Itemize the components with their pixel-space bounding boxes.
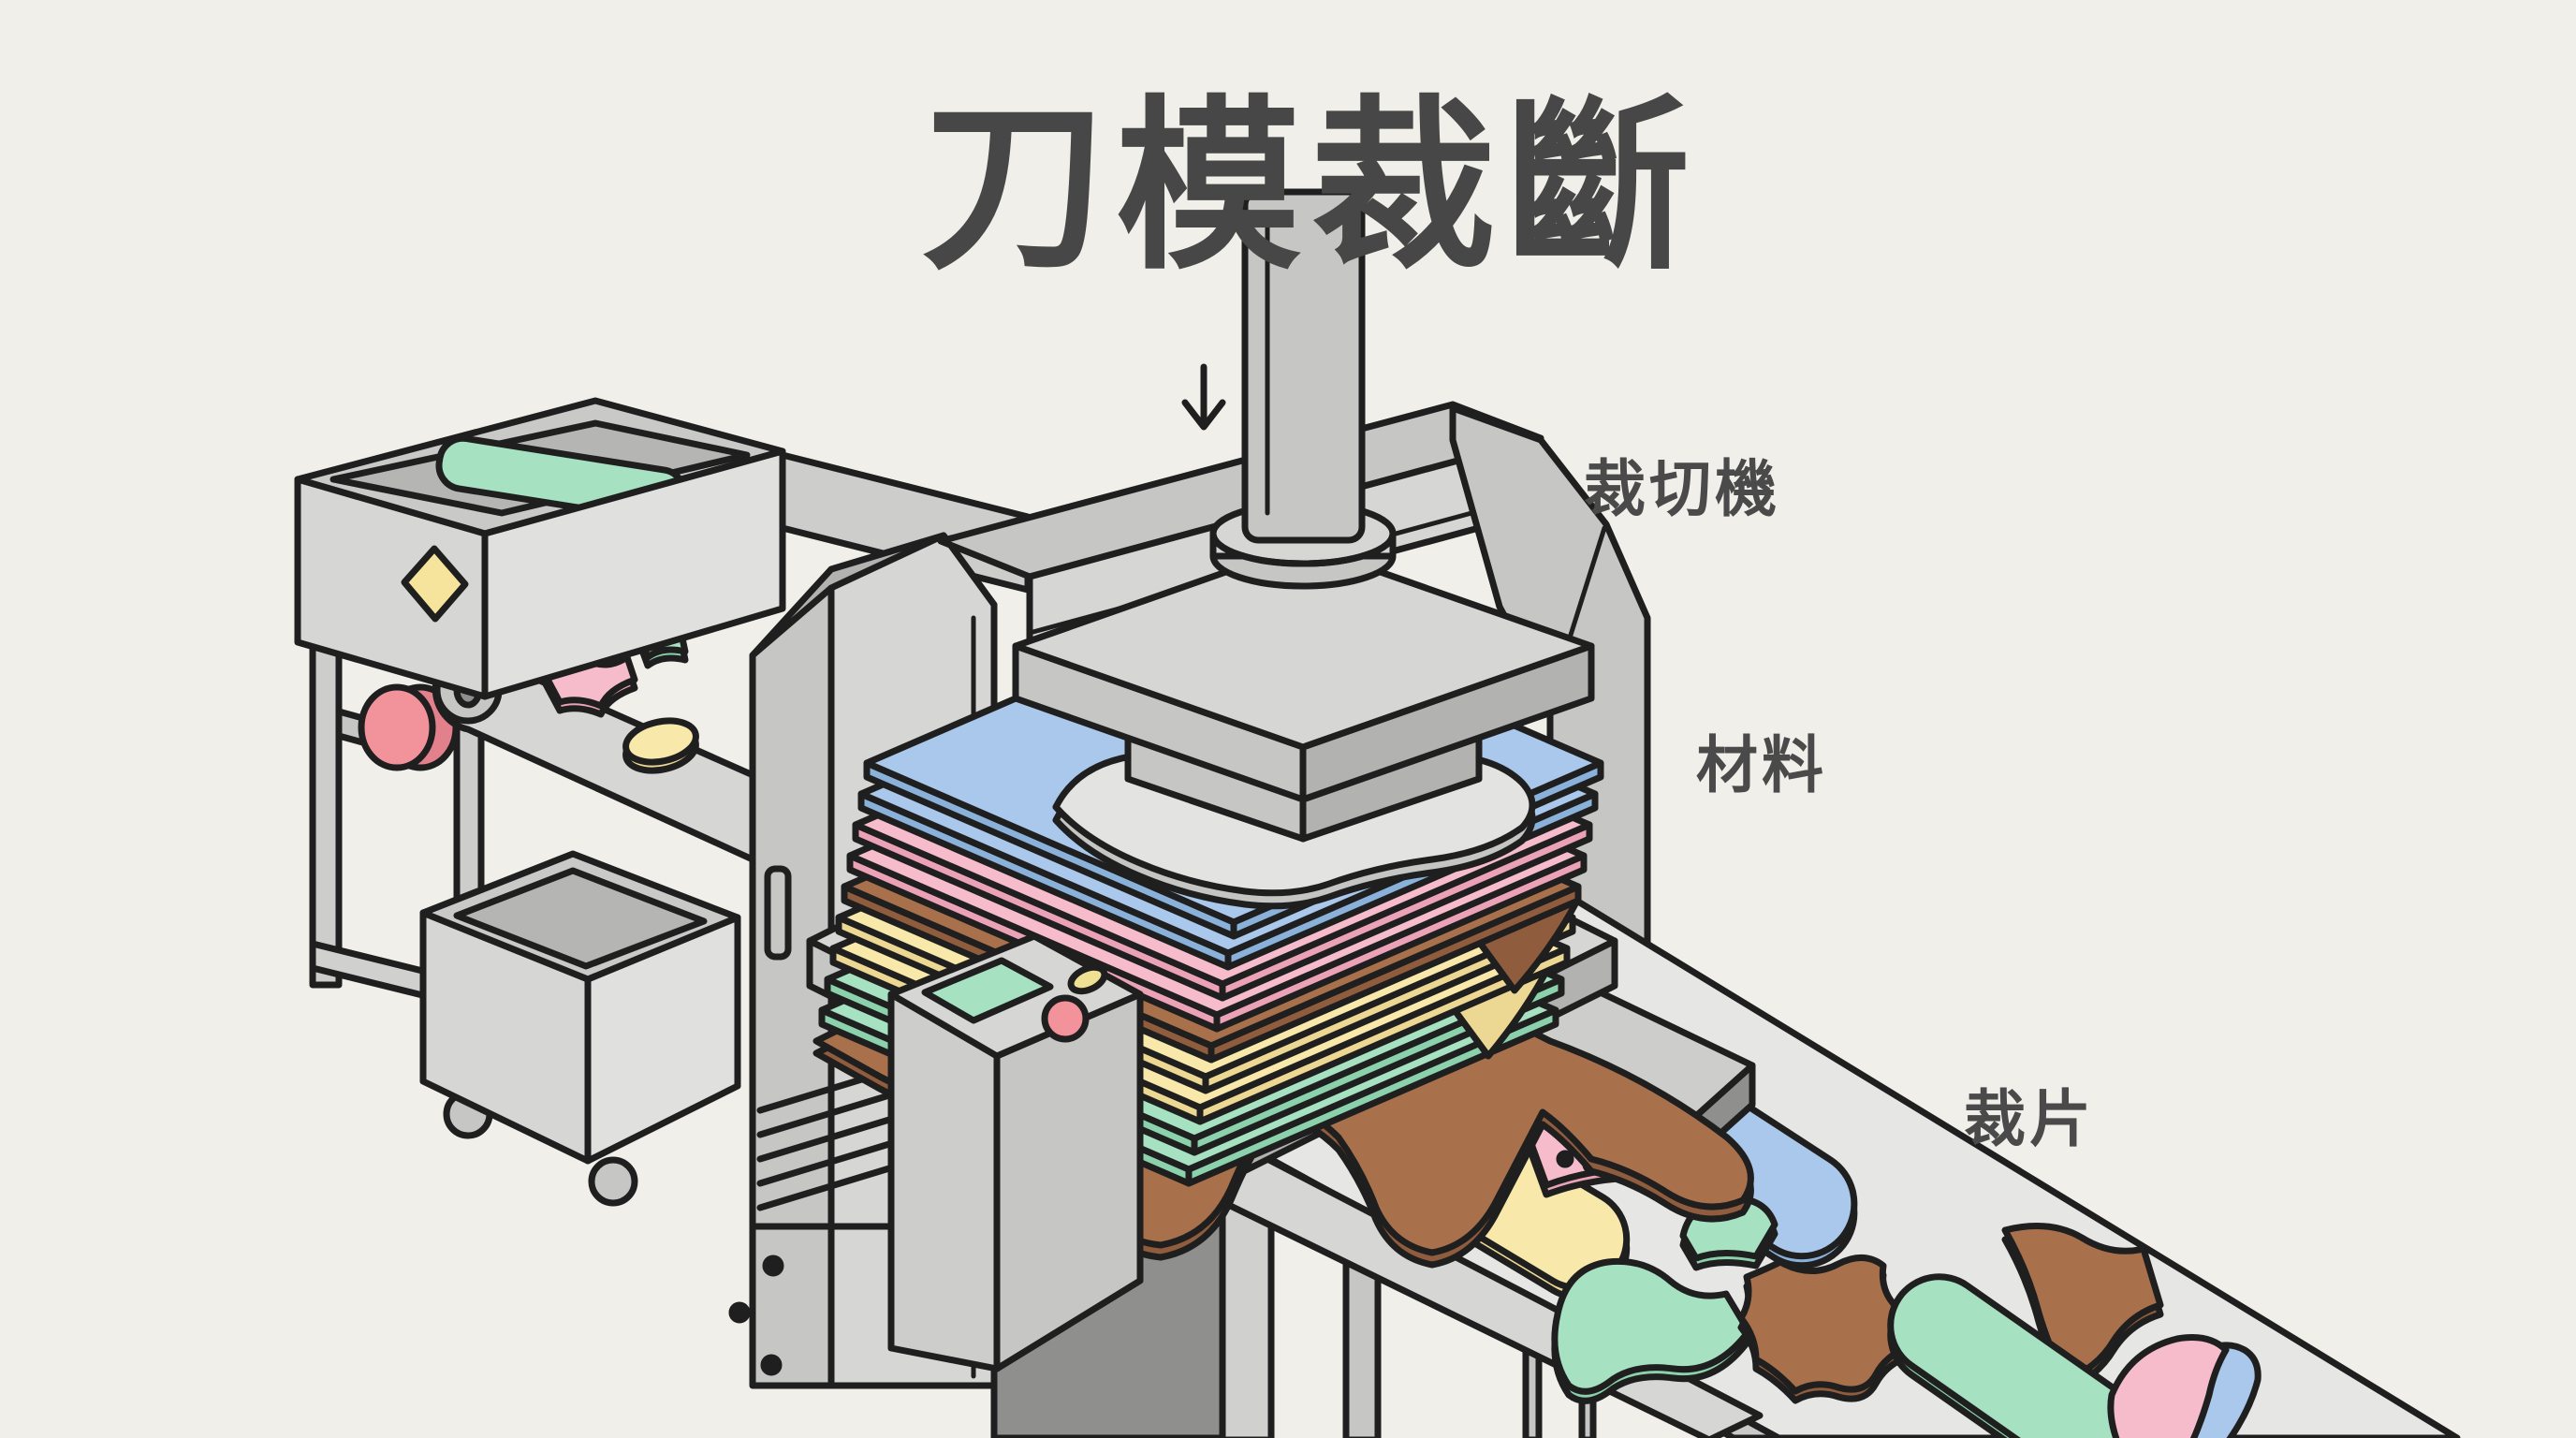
base-bolt <box>760 1354 783 1376</box>
cart-wheel <box>588 1156 638 1207</box>
column-handle-slot <box>764 865 792 961</box>
base-bolt <box>762 1255 784 1277</box>
label-cutting-machine: 裁切機 <box>1584 454 1780 523</box>
control-pedestal <box>887 932 1144 1372</box>
waste-cart <box>419 850 741 1207</box>
indicator-light <box>1067 963 1108 995</box>
label-cut-pieces: 裁片 <box>1964 1084 2095 1153</box>
hand-wheel-knob[interactable] <box>358 683 436 771</box>
hydraulic-ram <box>1241 188 1366 544</box>
start-button[interactable] <box>1041 994 1090 1043</box>
page-title: 刀模裁斷 <box>921 83 1700 290</box>
vent-grille <box>756 1067 893 1211</box>
down-arrow-icon <box>1181 363 1226 431</box>
feed-bin-panel <box>401 545 469 623</box>
base-bolt <box>728 1301 751 1324</box>
label-material: 材料 <box>1696 730 1827 800</box>
flange-front-arc <box>1209 530 1397 567</box>
control-screen[interactable] <box>921 957 1054 1024</box>
press-plate-top <box>1012 541 1595 751</box>
feed-bin-leg <box>309 642 343 989</box>
feed-piece-yellow <box>622 717 699 774</box>
feed-bin <box>294 397 786 700</box>
press-head <box>1012 188 1595 843</box>
cart-interior <box>453 867 708 970</box>
feed-bin-wall-right <box>481 448 786 700</box>
